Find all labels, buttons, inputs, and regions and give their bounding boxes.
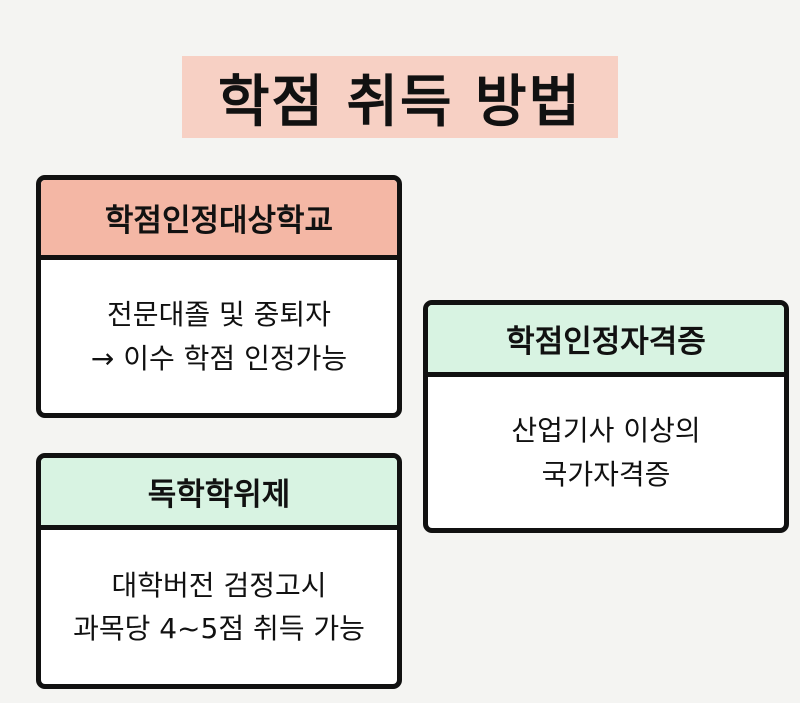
card-heading: 학점인정대상학교 — [41, 180, 397, 260]
card-line: 전문대졸 및 중퇴자 — [107, 298, 331, 332]
card-heading: 독학학위제 — [41, 458, 397, 530]
card-body: 산업기사 이상의 국가자격증 — [428, 377, 784, 528]
card-body: 전문대졸 및 중퇴자 → 이수 학점 인정가능 — [41, 260, 397, 413]
card-certificates: 학점인정자격증 산업기사 이상의 국가자격증 — [423, 300, 789, 533]
card-heading: 학점인정자격증 — [428, 305, 784, 377]
card-line: 과목당 4~5점 취득 가능 — [73, 612, 365, 645]
card-self-study-degree: 독학학위제 대학버전 검정고시 과목당 4~5점 취득 가능 — [36, 453, 402, 689]
card-line: 산업기사 이상의 — [511, 414, 701, 448]
card-line: → 이수 학점 인정가능 — [90, 341, 348, 375]
card-line: 대학버전 검정고시 — [111, 568, 327, 602]
card-credit-schools: 학점인정대상학교 전문대졸 및 중퇴자 → 이수 학점 인정가능 — [36, 175, 402, 418]
card-body: 대학버전 검정고시 과목당 4~5점 취득 가능 — [41, 530, 397, 684]
card-line: 국가자격증 — [541, 457, 671, 491]
page-title: 학점 취득 방법 — [182, 56, 618, 138]
